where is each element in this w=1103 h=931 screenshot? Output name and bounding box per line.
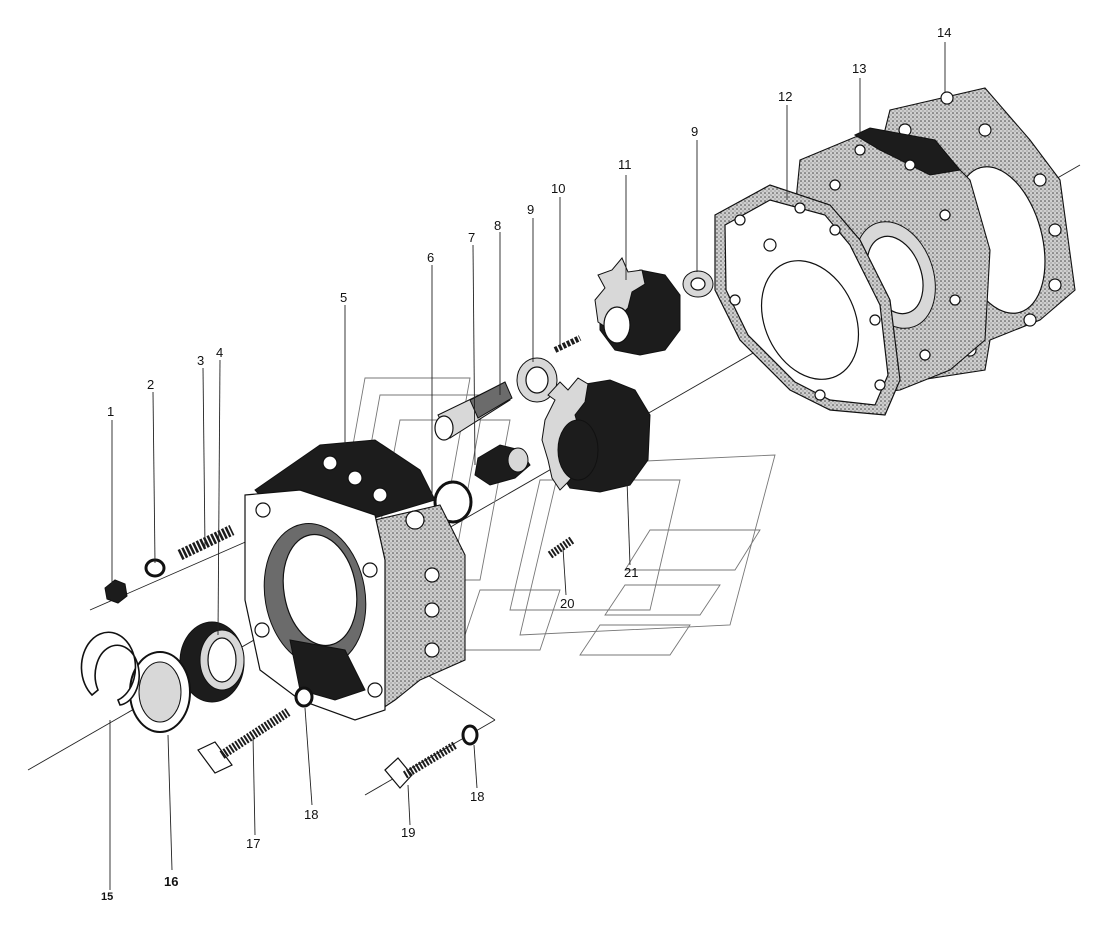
callout-part-20: 20: [560, 596, 575, 611]
callout-part-6: 6: [427, 250, 435, 265]
callout-part-15: 15: [101, 891, 114, 903]
bolt-part-19: [384, 741, 458, 789]
callout-part-14: 14: [937, 25, 952, 40]
callout-part-3: 3: [197, 353, 205, 368]
snap-ring-part-15: [80, 631, 140, 706]
callout-part-18-right: 18: [470, 789, 485, 804]
callout-part-16: 16: [164, 874, 179, 889]
callout-part-21: 21: [624, 565, 639, 580]
callout-part-7: 7: [468, 230, 476, 245]
stud-part-3: [177, 525, 235, 560]
callout-part-9-right: 9: [691, 124, 699, 139]
callout-part-4: 4: [216, 345, 224, 360]
callout-part-17: 17: [246, 836, 261, 851]
callout-part-19: 19: [401, 825, 416, 840]
thrust-washer-part-9-right: [682, 270, 714, 298]
drive-gear-part-21: [541, 377, 651, 493]
callout-part-11: 11: [618, 157, 632, 172]
callout-part-13: 13: [852, 61, 867, 76]
callout-part-12: 12: [778, 89, 793, 104]
ring-part-9-left: [516, 357, 558, 403]
gasket-plate-part-12: [714, 184, 901, 416]
seal-part-16: [129, 651, 191, 733]
callout-part-5: 5: [340, 290, 348, 305]
washer-part-18-left: [294, 686, 314, 708]
pump-housing-part-5: [244, 439, 466, 721]
callout-part-8: 8: [494, 218, 502, 233]
callout-part-1: 1: [107, 404, 115, 419]
driven-gear-part-11: [594, 257, 681, 356]
leader-lines: [109, 42, 946, 890]
callout-part-9-left: 9: [527, 202, 535, 217]
callout-part-18-left: 18: [304, 807, 319, 822]
washer-part-18-right: [461, 724, 479, 746]
pin-part-10: [553, 335, 582, 353]
set-screw-part-20: [547, 536, 575, 559]
callout-part-10: 10: [551, 181, 566, 196]
bolt-part-17: [197, 708, 291, 774]
shaft-part-8: [434, 381, 513, 441]
callout-part-2: 2: [147, 377, 155, 392]
valve-fitting-part-7: [474, 444, 531, 486]
nut-part-1: [104, 579, 128, 604]
